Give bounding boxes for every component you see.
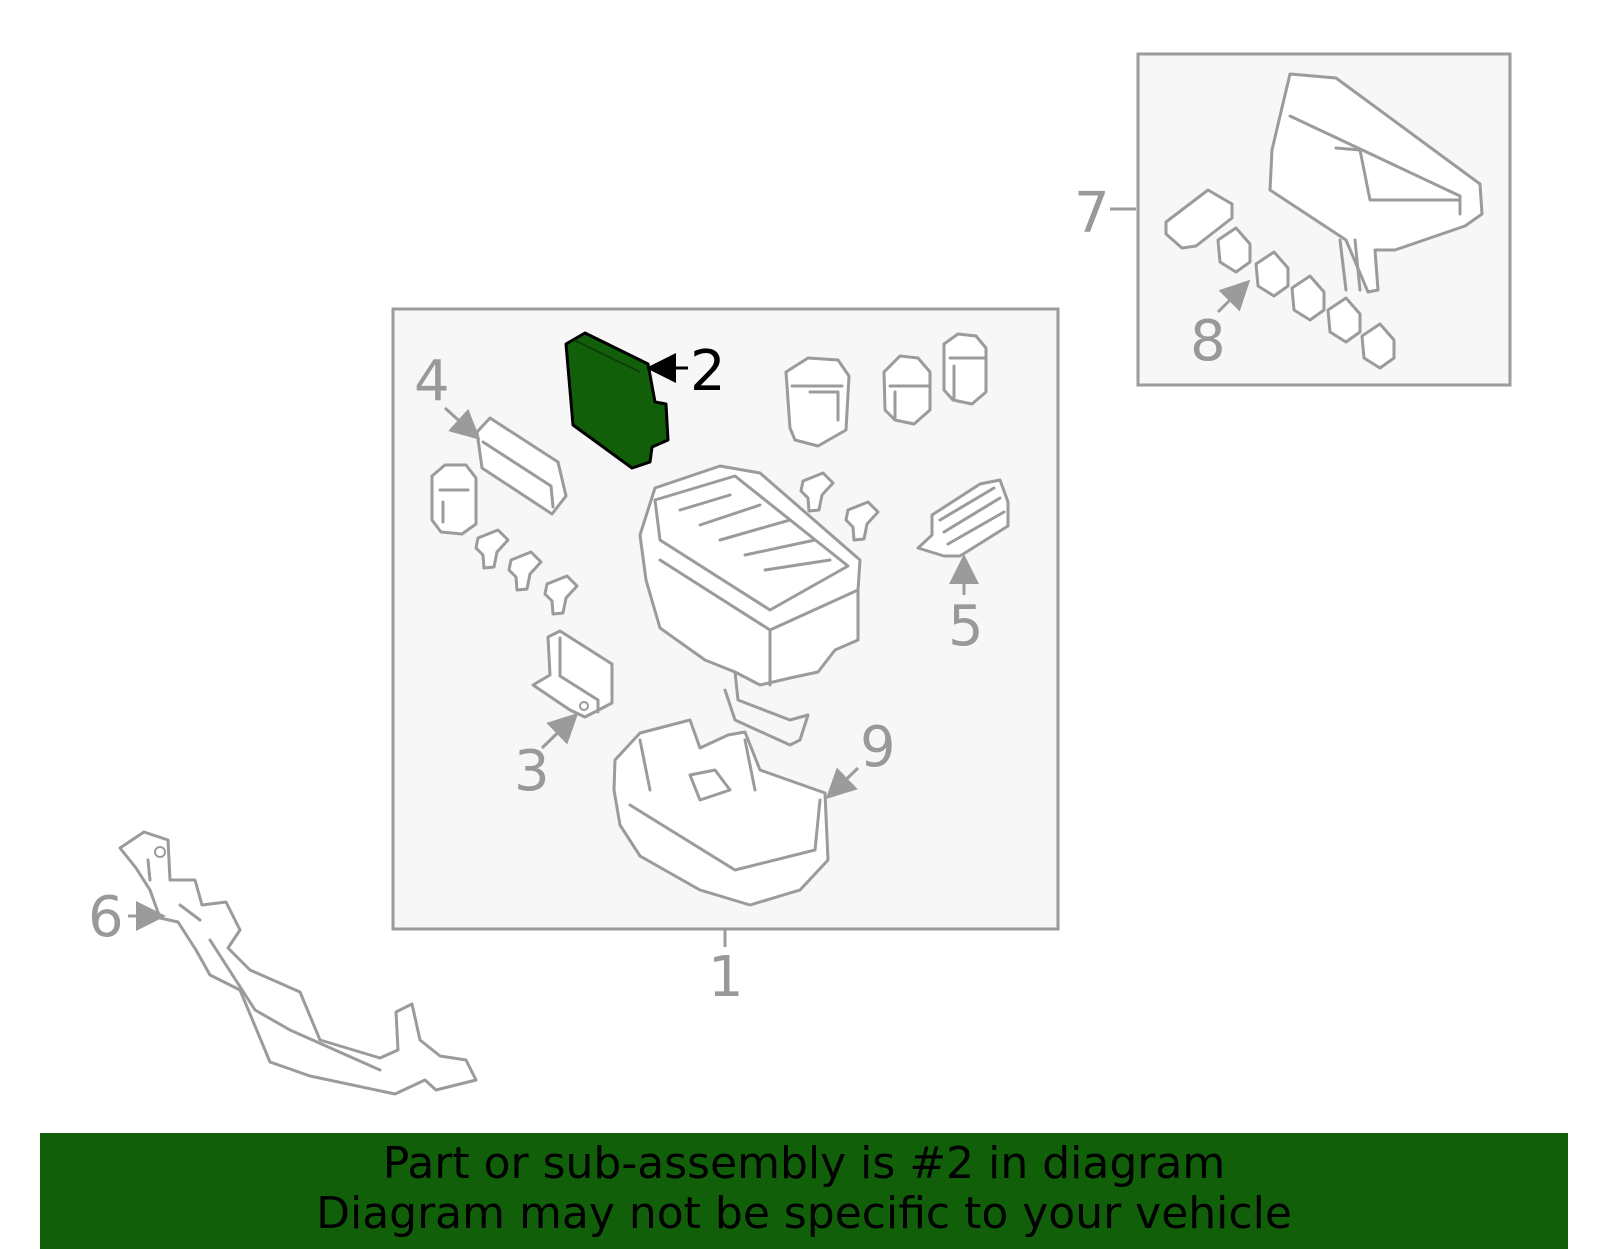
callout-7: 7 bbox=[1074, 181, 1110, 246]
footer-line-2: Diagram may not be specific to your vehi… bbox=[316, 1188, 1292, 1239]
footer-banner: Part or sub-assembly is #2 in diagram Di… bbox=[40, 1133, 1568, 1249]
part-9-lower-cover bbox=[612, 718, 830, 907]
relays-right bbox=[784, 332, 988, 448]
part-4-relay-block bbox=[475, 416, 568, 516]
callout-9: 9 bbox=[860, 715, 896, 780]
fuses-right bbox=[799, 471, 880, 542]
callout-8: 8 bbox=[1190, 309, 1226, 374]
relay-left bbox=[430, 463, 478, 536]
callout-1: 1 bbox=[708, 945, 744, 1010]
part-8-clips bbox=[1216, 226, 1396, 370]
callout-6: 6 bbox=[88, 885, 124, 950]
part-5-connector bbox=[916, 478, 1010, 558]
leader-3 bbox=[540, 712, 579, 750]
leader-9 bbox=[825, 766, 860, 800]
callout-3: 3 bbox=[514, 739, 550, 804]
leader-8 bbox=[1216, 279, 1251, 314]
part-2-module[interactable] bbox=[564, 331, 670, 470]
footer-line-1: Part or sub-assembly is #2 in diagram bbox=[382, 1138, 1226, 1189]
fuses-left bbox=[474, 528, 579, 616]
part-3-bracket bbox=[531, 629, 614, 719]
part-1-fuse-box bbox=[638, 464, 862, 747]
leader-4 bbox=[443, 406, 481, 441]
callout-5: 5 bbox=[948, 594, 984, 659]
part-7-cover bbox=[1164, 72, 1484, 294]
part-6-long-bracket bbox=[118, 830, 478, 1096]
callout-4: 4 bbox=[414, 349, 450, 414]
callout-2[interactable]: 2 bbox=[690, 339, 726, 404]
parts-diagram: 1 2 3 4 5 6 7 8 9 bbox=[88, 52, 1512, 1096]
